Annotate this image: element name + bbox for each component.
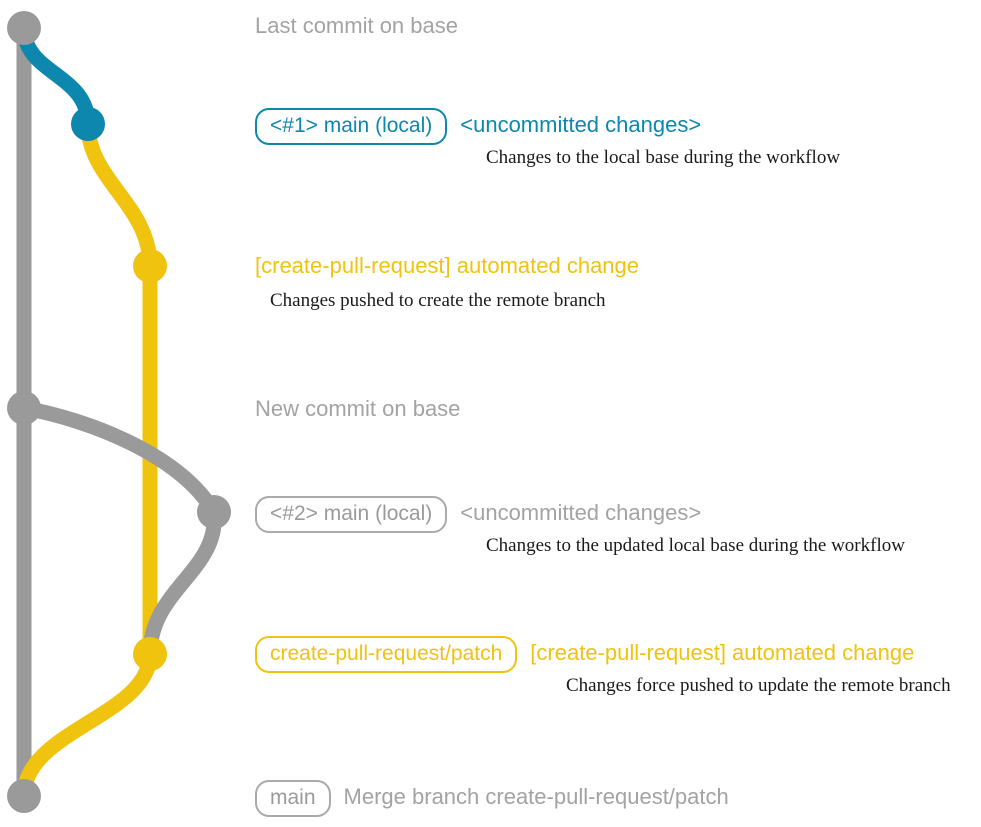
commit-node-patch-1[interactable] [133,249,167,283]
branch-badge-main[interactable]: main [255,780,331,817]
commit-description-3: Changes to the updated local base during… [486,535,905,556]
commit-title-merge-branch: Merge branch create-pull-request/patch [343,784,729,809]
branch-badge-create-pull-request-patch[interactable]: create-pull-request/patch [255,636,518,673]
commit-node-local-2[interactable] [197,495,231,529]
row-local-change-2: <#2> main (local) <uncommitted changes> [255,496,701,533]
commit-node-base-new[interactable] [7,391,41,425]
commit-node-patch-2[interactable] [133,637,167,671]
commit-node-base-last[interactable] [7,11,41,45]
patch-merge-line [16,646,158,804]
branch-badge-main-local-1[interactable]: <#1> main (local) [255,108,448,145]
commit-node-base-merge[interactable] [7,779,41,813]
commit-title-automated-change-1: [create-pull-request] automated change [255,253,640,278]
row-automated-change-2: create-pull-request/patch [create-pull-r… [255,636,914,673]
commit-node-local-1[interactable] [71,107,105,141]
row-merge-commit: main Merge branch create-pull-request/pa… [255,780,729,817]
row-local-change-1: <#1> main (local) <uncommitted changes> [255,108,701,145]
commit-description-1: Changes to the local base during the wor… [486,147,841,168]
branch-badge-main-local-2[interactable]: <#2> main (local) [255,496,448,533]
commit-title-uncommitted-changes-1: <uncommitted changes> [460,112,702,137]
label-last-commit-on-base: Last commit on base [255,13,458,38]
commit-title-automated-change-2: [create-pull-request] automated change [530,640,915,665]
commit-description-4: Changes force pushed to update the remot… [566,675,951,696]
commit-description-2: Changes pushed to create the remote bran… [270,290,606,311]
label-new-commit-on-base: New commit on base [255,396,461,421]
commit-title-uncommitted-changes-2: <uncommitted changes> [460,500,702,525]
